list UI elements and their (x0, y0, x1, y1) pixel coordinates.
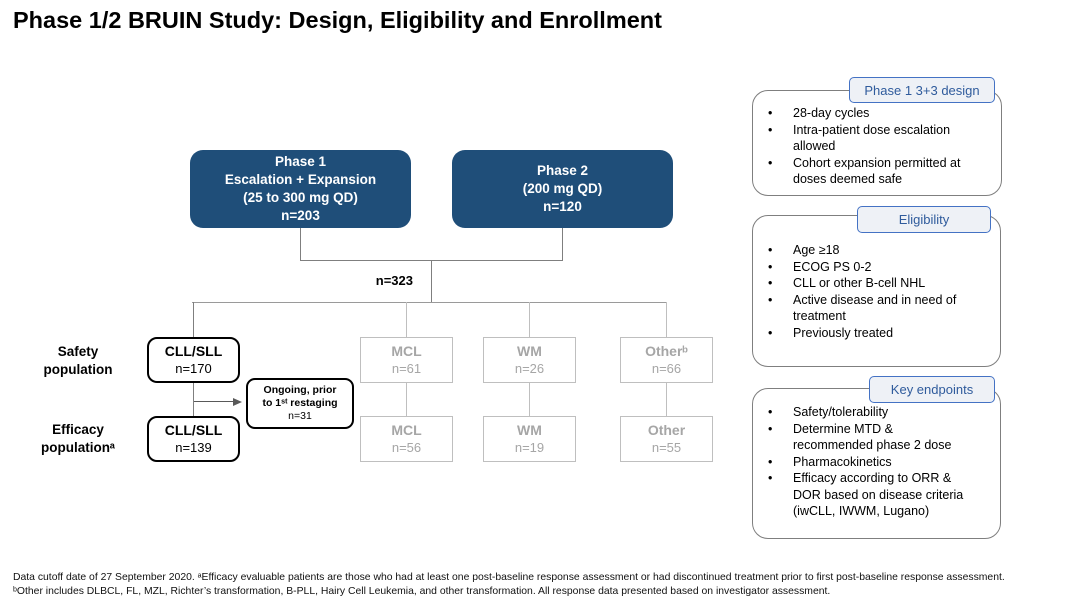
callout-phase1-design: 28-day cycles Intra-patient dose escalat… (752, 90, 1002, 196)
cohort-n: n=170 (175, 360, 212, 376)
callout-bullet-list: 28-day cycles Intra-patient dose escalat… (753, 91, 1001, 188)
safety-label-line: Safety (57, 344, 99, 359)
connector-line (666, 383, 668, 416)
connector-line (192, 302, 667, 304)
cohort-n: n=61 (391, 360, 422, 376)
connector-line (562, 228, 564, 261)
footnote-line: Data cutoff date of 27 September 2020. ᵃ… (13, 572, 1005, 583)
connector-line (300, 228, 302, 261)
ongoing-note-box: Ongoing, prior to 1ˢᵗ restaging n=31 (246, 378, 354, 429)
ongoing-note-line: Ongoing, prior (263, 383, 337, 396)
ongoing-note-n: n=31 (288, 410, 312, 423)
bullet-item: Efficacy according to ORR & DOR based on… (753, 470, 994, 520)
connector-line (431, 260, 433, 303)
callout-bullet-list: Safety/tolerability Determine MTD & reco… (753, 389, 1000, 520)
cohort-n: n=55 (651, 439, 682, 455)
connector-line (193, 302, 195, 337)
arrow-head-icon (233, 397, 242, 406)
connector-line (666, 302, 668, 337)
callout-key-endpoints: Safety/tolerability Determine MTD & reco… (752, 388, 1001, 539)
connector-line (406, 302, 408, 337)
cohort-n: n=66 (651, 360, 682, 376)
efficacy-label-line: populationᵃ (40, 439, 116, 455)
cohort-name: WM (517, 422, 542, 439)
callout-header-phase1-design: Phase 1 3+3 design (849, 77, 995, 103)
phase2-line: n=120 (543, 198, 582, 214)
bullet-item: Pharmacokinetics (753, 454, 994, 471)
bullet-item: Previously treated (753, 325, 994, 342)
callout-bullet-list: Age ≥18 ECOG PS 0-2 CLL or other B-cell … (753, 216, 1000, 341)
phase1-box: Phase 1 Escalation + Expansion (25 to 30… (190, 150, 411, 228)
bullet-item: ECOG PS 0-2 (753, 259, 994, 276)
efficacy-box-other: Other n=55 (620, 416, 713, 462)
page-title: Phase 1/2 BRUIN Study: Design, Eligibili… (13, 7, 662, 33)
footnotes: Data cutoff date of 27 September 2020. ᵃ… (13, 571, 1073, 598)
total-enrollment-label: n=323 (375, 273, 413, 288)
bullet-item: 28-day cycles (753, 105, 995, 122)
safety-box-mcl: MCL n=61 (360, 337, 453, 383)
phase1-line: Phase 1 (274, 154, 327, 170)
bullet-item: Safety/tolerability (753, 404, 994, 421)
connector-line (529, 302, 531, 337)
efficacy-box-mcl: MCL n=56 (360, 416, 453, 462)
callout-header-key-endpoints: Key endpoints (869, 376, 995, 403)
safety-box-other: Otherᵇ n=66 (620, 337, 713, 383)
phase2-line: (200 mg QD) (522, 181, 603, 197)
phase1-line: (25 to 300 mg QD) (243, 190, 358, 205)
phase2-box: Phase 2 (200 mg QD) n=120 (452, 150, 673, 228)
safety-box-cll-sll: CLL/SLL n=170 (147, 337, 240, 383)
footnote-line: ᵇOther includes DLBCL, FL, MZL, Richter’… (13, 585, 831, 597)
cohort-name: Otherᵇ (645, 343, 688, 360)
cohort-name: WM (517, 343, 542, 360)
cohort-name: MCL (391, 422, 422, 439)
bullet-item: Age ≥18 (753, 242, 994, 259)
bullet-item: CLL or other B-cell NHL (753, 275, 994, 292)
cohort-name: MCL (391, 343, 422, 360)
safety-population-label: Safety population (20, 343, 136, 378)
safety-label-line: population (43, 361, 113, 377)
connector-line (406, 383, 408, 416)
ongoing-note-line: to 1ˢᵗ restaging (262, 396, 338, 409)
bullet-item: Intra-patient dose escalation allowed (753, 122, 995, 155)
efficacy-label-line: Efficacy (52, 422, 104, 437)
bullet-item: Determine MTD & recommended phase 2 dose (753, 421, 994, 454)
phase1-line: n=203 (281, 207, 320, 223)
cohort-n: n=26 (514, 360, 545, 376)
phase2-line: Phase 2 (536, 163, 589, 179)
cohort-n: n=56 (391, 439, 422, 455)
connector-line (529, 383, 531, 416)
callout-header-eligibility: Eligibility (857, 206, 991, 233)
cohort-name: CLL/SLL (164, 343, 223, 360)
efficacy-box-cll-sll: CLL/SLL n=139 (147, 416, 240, 462)
cohort-name: Other (647, 422, 686, 439)
safety-box-wm: WM n=26 (483, 337, 576, 383)
cohort-n: n=139 (175, 439, 212, 455)
cohort-n: n=19 (514, 439, 545, 455)
callout-eligibility: Age ≥18 ECOG PS 0-2 CLL or other B-cell … (752, 215, 1001, 367)
connector-line (193, 383, 195, 416)
arrow-line (194, 401, 236, 403)
efficacy-population-label: Efficacy populationᵃ (20, 421, 136, 456)
phase1-line: Escalation + Expansion (224, 172, 377, 188)
bullet-item: Active disease and in need of treatment (753, 292, 994, 325)
bullet-item: Cohort expansion permitted at doses deem… (753, 155, 995, 188)
efficacy-box-wm: WM n=19 (483, 416, 576, 462)
cohort-name: CLL/SLL (164, 422, 223, 439)
